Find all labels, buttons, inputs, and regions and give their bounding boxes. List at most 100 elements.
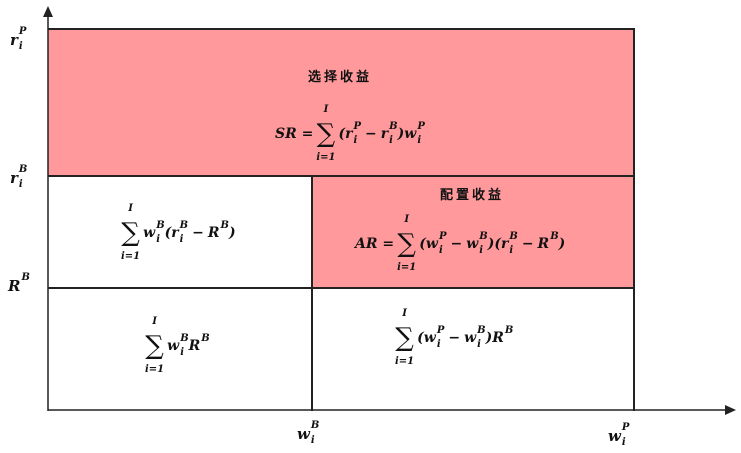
formula-text: ( <box>164 225 172 242</box>
sum-upper-limit: I <box>323 104 329 115</box>
symbol-base: w <box>466 236 479 253</box>
sum-sign: ∑ <box>395 322 414 353</box>
superscript: P <box>438 230 447 242</box>
summation: I∑i=1 <box>145 316 164 377</box>
superscript: P <box>18 26 27 37</box>
sum-sign: ∑ <box>316 118 336 149</box>
symbol-base: r <box>171 225 179 242</box>
subscript <box>505 339 513 352</box>
subscript: i <box>417 135 422 147</box>
top-border <box>48 28 634 30</box>
symbol-base: r <box>10 30 18 49</box>
formula-text: − <box>450 236 463 253</box>
selection-return-region <box>48 28 634 176</box>
formula-text: ) <box>228 225 236 242</box>
symbol-base: R <box>537 236 550 253</box>
sum-sign: ∑ <box>397 228 416 259</box>
superscript: B <box>479 230 488 242</box>
symbol-base: w <box>608 426 621 445</box>
subscript: i <box>310 434 315 446</box>
formula-text: ( <box>419 236 426 253</box>
subscript: i <box>621 436 626 448</box>
formula-prefix: SR = <box>275 126 314 143</box>
subscript: i <box>179 234 184 246</box>
superscript: B <box>179 219 189 231</box>
allocation-return-title: 配置收益 <box>440 188 505 203</box>
line-wB <box>311 175 313 411</box>
formula-text: − <box>365 126 377 143</box>
superscript: B <box>18 164 28 175</box>
subscript: i <box>389 135 393 147</box>
symbol-base: R <box>492 330 504 347</box>
formula-text: )( <box>487 236 501 253</box>
symbol-base: r <box>500 236 509 253</box>
y-axis-arrow-icon <box>43 6 53 17</box>
symbol-base: R <box>207 225 220 242</box>
symbol-base: r <box>10 168 18 187</box>
subscript <box>21 287 29 300</box>
sum-upper-limit: I <box>128 203 133 214</box>
superscript: B <box>550 230 559 242</box>
symbol-scripts: B <box>550 231 558 258</box>
formula-text: − <box>521 236 534 253</box>
x-axis-arrow-icon <box>725 405 736 415</box>
symbol-scripts: B <box>201 333 209 360</box>
subscript <box>550 245 558 258</box>
superscript: B <box>477 324 486 336</box>
symbol-base: R <box>8 276 21 295</box>
summation: I∑i=1 <box>397 214 416 275</box>
sum-lower-limit: i=1 <box>316 152 336 164</box>
summation: I ∑ i=1 <box>316 104 335 165</box>
symbol-base: w <box>167 338 180 355</box>
symbol-base: w <box>404 126 417 143</box>
allocation-return-region <box>311 175 634 288</box>
superscript: B <box>180 332 189 344</box>
formula-text: ) <box>397 126 405 143</box>
superscript: B <box>220 219 229 231</box>
sum-upper-limit: I <box>404 214 410 225</box>
superscript: P <box>353 120 362 132</box>
sum-upper-limit: I <box>402 308 407 319</box>
superscript: P <box>621 422 630 433</box>
formula-text: − <box>448 330 461 347</box>
line-RB <box>48 287 634 289</box>
subscript: i <box>156 234 161 246</box>
superscript: B <box>509 230 518 242</box>
subscript: i <box>438 245 443 257</box>
symbol-base: r <box>380 126 389 143</box>
sum-sign: ∑ <box>121 217 140 248</box>
superscript: P <box>436 324 445 336</box>
